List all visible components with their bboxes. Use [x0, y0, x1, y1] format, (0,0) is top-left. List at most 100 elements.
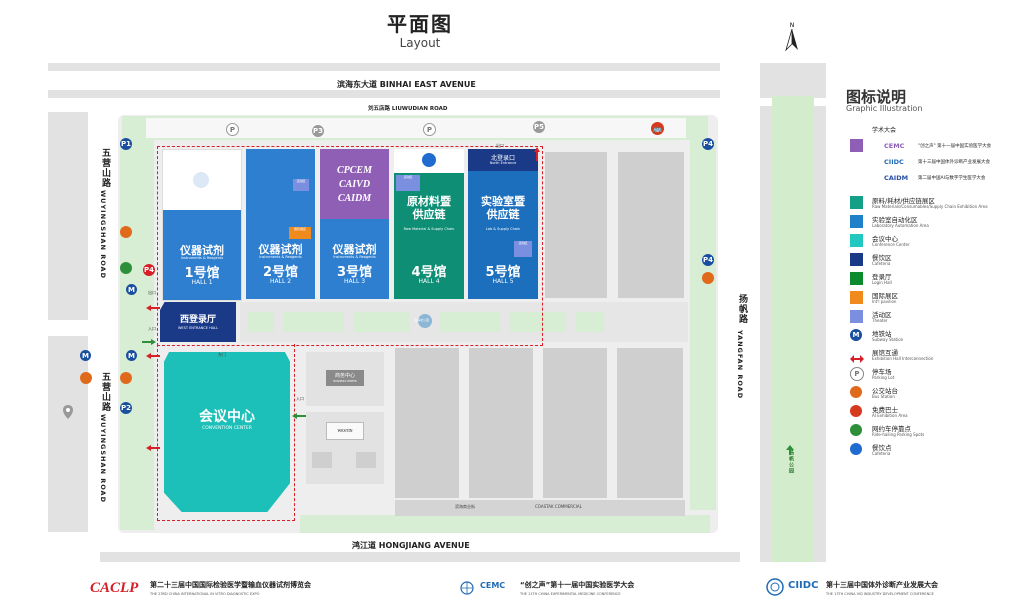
legend-conf-logo: CAIDM — [884, 174, 909, 182]
entry-arrow-icon — [142, 330, 156, 345]
hall-1[interactable]: 仪器试剂 Instruments & Reagents 1号馆 HALL 1 — [162, 149, 242, 301]
theater-badge: 活动区 — [396, 175, 420, 191]
coastal-commercial-label: COASTAK COMMERCIAL — [535, 504, 582, 509]
legend-item-sublabel: Parking Lot — [872, 375, 895, 380]
bus-station-icon[interactable] — [120, 226, 132, 238]
legend-item-sublabel: Ride-hailing Parking Spots — [872, 432, 925, 437]
intl-badge: 国际展区 — [289, 227, 311, 239]
corridor-green-5 — [510, 312, 566, 332]
legend-swatch — [850, 310, 863, 323]
legend-conf-text: 第二届中国AI与数字学生医学大会 — [918, 176, 986, 181]
convention-cn: 会议中心 — [199, 409, 255, 425]
parking-icon[interactable]: P2 — [120, 402, 132, 414]
legend-item-sublabel: AI Exhibition Area — [872, 413, 908, 418]
west-hall-cn: 西登录厅 — [179, 315, 216, 325]
parking-icon[interactable]: P3 — [312, 125, 324, 137]
cafeteria-icon — [422, 153, 436, 167]
yangfan-road-cn: 扬帆路 — [737, 294, 747, 324]
legend-item-label: 实验室自动化区 — [872, 216, 918, 224]
legend-item-sublabel: Cafeteria — [872, 451, 891, 456]
bus-station-icon[interactable] — [702, 272, 714, 284]
legend-conf-logo: CIIDC — [884, 158, 904, 166]
legend-item-sublabel: Subway Station — [872, 337, 904, 342]
hall-block — [543, 348, 607, 498]
cemc-logo-text: CEMC — [480, 581, 506, 590]
hall-3-category-en: Instruments & Reagents — [333, 255, 376, 259]
right-road-top — [760, 63, 826, 98]
hall-2-number: 2号馆 — [262, 265, 299, 280]
legend-swatch — [850, 272, 863, 285]
corridor-green-2 — [284, 312, 344, 332]
subway-icon[interactable]: M — [126, 284, 137, 295]
car-icon — [850, 424, 862, 436]
theater-badge: 活动区 — [293, 179, 309, 191]
parking-icon[interactable]: P — [423, 123, 436, 136]
cafeteria-icon — [850, 443, 862, 455]
hall-block — [469, 348, 533, 498]
footer-cemc-cn: “创之声”第十一届中国实验医学大会 — [520, 581, 635, 589]
parking-icon[interactable]: P4 — [702, 254, 714, 266]
hotel-building — [312, 452, 332, 468]
legend-item-sublabel: Conference Center — [872, 242, 910, 247]
hall-3-number: 3号馆 — [336, 265, 373, 280]
ciidc-logo-text: CIIDC — [788, 580, 819, 591]
subway-icon[interactable]: M — [126, 350, 137, 361]
convention-center[interactable]: 会议中心 CONVENTION CENTER — [164, 352, 290, 512]
bus-station-icon[interactable] — [80, 372, 92, 384]
hall-2-category: 仪器试剂 — [258, 243, 303, 256]
academic-cpcem: CPCEM — [336, 165, 372, 176]
legend-swatch — [850, 291, 863, 304]
north-plaza — [146, 118, 686, 138]
hall-3[interactable]: CPCEM CAIVD CAIDM 仪器试剂 Instruments & Rea… — [320, 149, 389, 299]
corridor-green-4 — [440, 312, 500, 332]
parking-icon[interactable]: P4 — [143, 264, 155, 276]
hall-5[interactable]: 北登录口 North Entrance 实验室暨供应链 Lab & Supply… — [468, 149, 538, 299]
hall-5-label: HALL 5 — [492, 278, 514, 285]
wuying-road-bot-cn: 五营山路 — [100, 372, 110, 412]
hall-block — [395, 348, 459, 498]
interconnection-arrow-icon — [850, 348, 864, 363]
hall-4-label: HALL 4 — [418, 278, 440, 285]
parking-icon[interactable]: P — [226, 123, 239, 136]
hall-2-category-en: Instruments & Reagents — [259, 255, 302, 259]
free-bus-icon[interactable]: 🚌 — [651, 122, 664, 135]
legend-item-label: 免费巴士 — [872, 406, 898, 414]
footer-caclp-en: THE 23RD CHINA INTERNATIONAL IN VITRO DI… — [150, 592, 260, 596]
legend-section: 学术大会 — [872, 127, 897, 134]
hall-4-category: 原材料暨供应链 — [407, 195, 451, 221]
westin-label: WESTIN — [326, 422, 364, 440]
business-center[interactable]: 商务中心 BUSINESS CENTER — [326, 370, 364, 386]
subway-icon[interactable]: M — [80, 350, 91, 361]
left-block-top — [48, 112, 88, 320]
binhai-road-band-2 — [48, 90, 720, 98]
business-center-en: BUSINESS CENTER — [333, 380, 357, 383]
parking-icon[interactable]: P5 — [533, 121, 545, 133]
parking-icon[interactable]: P1 — [120, 138, 132, 150]
door-label: 东门 — [218, 352, 226, 357]
legend-item-label: 登录厅 — [872, 273, 892, 281]
legend-swatch — [850, 196, 863, 209]
footer-ciidc-en: THE 13TH CHINA IVD INDUSTRY DEVELOPMENT … — [826, 592, 934, 596]
legend-item-label: 餐饮区 — [872, 254, 892, 262]
yangfan-road-en: YANGFAN ROAD — [736, 330, 744, 400]
hall-4[interactable]: 活动区 原材料暨供应链 Raw Material & Supply Chain … — [394, 149, 464, 299]
hotel-building — [356, 452, 376, 468]
legend-swatch — [850, 215, 863, 228]
interconnection-arrow-icon — [146, 296, 160, 311]
east-greenbelt — [690, 140, 716, 510]
corridor-green-1 — [248, 312, 274, 332]
hall-1-category-en: Instruments & Reagents — [180, 256, 224, 260]
hall-2[interactable]: 活动区 国际展区 仪器试剂 Instruments & Reagents 2号馆… — [246, 149, 315, 299]
north-entrance-cn: 北登录口 — [490, 155, 515, 162]
entry-label: 入口 — [296, 396, 304, 401]
west-entrance-hall[interactable]: 西登录厅 WEST ENTRANCE HALL — [160, 302, 236, 342]
subway-icon: M — [850, 329, 862, 341]
legend-subtitle: Graphic Illustration — [846, 104, 923, 113]
entry-arrow-icon — [292, 404, 306, 419]
bus-station-icon[interactable] — [120, 372, 132, 384]
legend-item-sublabel: Raw Materials/Consumables/Supply Chain E… — [872, 204, 988, 209]
parking-icon[interactable]: P4 — [702, 138, 714, 150]
left-block-bottom — [48, 336, 88, 532]
interconnection-outline — [157, 146, 543, 346]
ride-hailing-icon[interactable] — [120, 262, 132, 274]
